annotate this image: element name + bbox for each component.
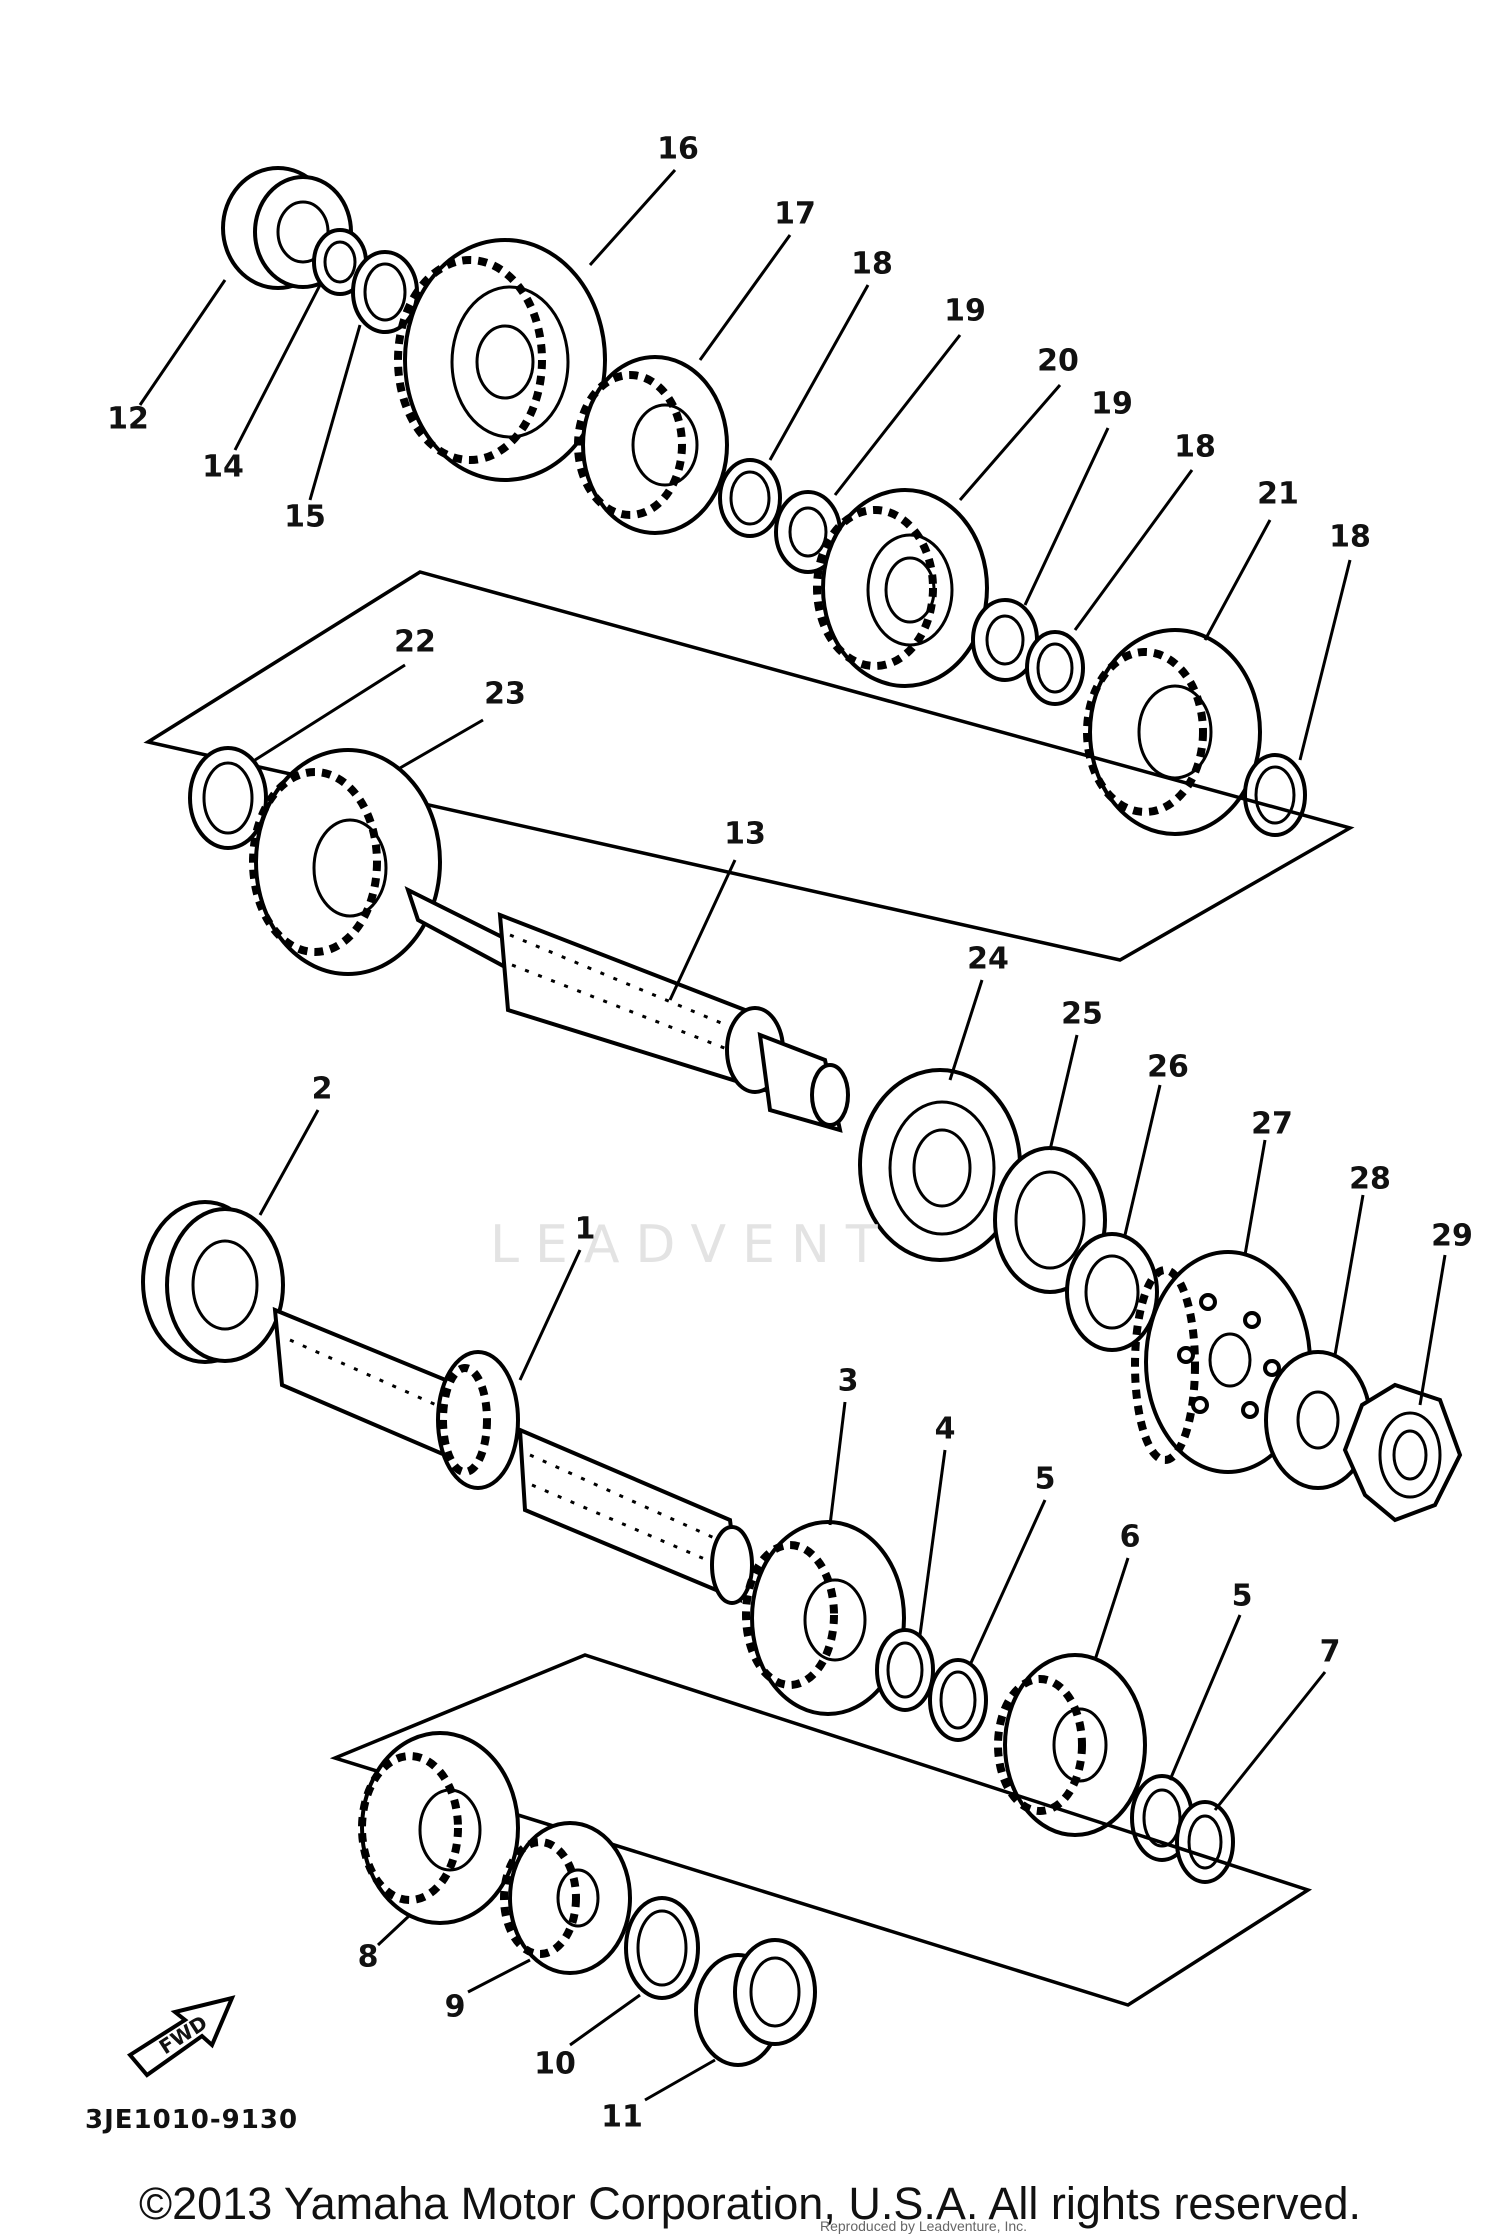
watermark: LEADVENT [490, 1215, 894, 1275]
bearing-24 [858, 1068, 1022, 1262]
callout-13: 13 [724, 817, 766, 852]
gear-6 [994, 1653, 1147, 1837]
callout-2: 2 [312, 1072, 333, 1107]
callout-8: 8 [358, 1940, 379, 1975]
gear-17 [574, 355, 729, 535]
circlip-18c [1243, 753, 1307, 837]
callout-29: 29 [1431, 1219, 1473, 1254]
callout-19b: 19 [1091, 387, 1133, 422]
callout-12: 12 [107, 402, 149, 437]
gear-20 [813, 488, 989, 688]
drawing-code: 3JE1010-9130 [85, 2105, 299, 2135]
callout-17: 17 [774, 197, 816, 232]
circlip-15 [351, 250, 419, 334]
copyright-notice: ©2013 Yamaha Motor Corporation, U.S.A. A… [138, 2178, 1362, 2229]
bearing-2 [141, 1200, 285, 1364]
circlip-7 [1175, 1800, 1235, 1884]
callout-14: 14 [202, 450, 244, 485]
callout-11: 11 [601, 2100, 643, 2135]
gear-3 [742, 1520, 906, 1716]
washer-10 [624, 1896, 700, 2000]
callout-5: 5 [1035, 1462, 1056, 1497]
gear-23 [249, 748, 442, 976]
washer-4 [875, 1628, 935, 1712]
main-axle-13 [404, 886, 850, 1133]
callout-28: 28 [1349, 1162, 1391, 1197]
collar-26 [1065, 1232, 1159, 1352]
callout-7: 7 [1320, 1635, 1341, 1670]
callout-26: 26 [1147, 1050, 1189, 1085]
callout-24: 24 [967, 942, 1009, 977]
reproduction-notice: Reproduced by Leadventure, Inc. [820, 2218, 1028, 2234]
washer-22 [188, 746, 268, 850]
gear-21 [1083, 628, 1262, 836]
callout-18b: 18 [1174, 430, 1216, 465]
callout-23: 23 [484, 677, 526, 712]
callout-labels: 16 17 18 19 20 19 18 21 18 12 14 15 22 2… [107, 132, 1473, 2135]
nut-29 [1342, 1382, 1463, 1523]
main-axle-1 [272, 1306, 754, 1605]
fwd-arrow-icon: FWD [126, 1995, 236, 2078]
callout-9: 9 [445, 1990, 466, 2025]
callout-3: 3 [838, 1364, 859, 1399]
needle-bearing-11 [694, 1938, 817, 2067]
callout-25: 25 [1061, 997, 1103, 1032]
callout-1: 1 [575, 1212, 596, 1247]
circlip-18a [718, 458, 782, 538]
callout-20: 20 [1037, 344, 1079, 379]
gear-9 [500, 1821, 632, 1975]
callout-22: 22 [394, 625, 436, 660]
leader-lines [138, 168, 1447, 2102]
callout-21: 21 [1257, 477, 1299, 512]
subassembly-box-upper [143, 570, 1355, 962]
circlip-18b [1025, 630, 1085, 706]
callout-4: 4 [935, 1412, 956, 1447]
callout-5b: 5 [1232, 1579, 1253, 1614]
gear-16 [394, 238, 607, 482]
callout-27: 27 [1251, 1107, 1293, 1142]
callout-19: 19 [944, 294, 986, 329]
callout-18c: 18 [1329, 520, 1371, 555]
callout-15: 15 [284, 500, 326, 535]
gear-8 [358, 1731, 520, 1925]
callout-10: 10 [534, 2047, 576, 2082]
callout-16: 16 [657, 132, 699, 167]
callout-18: 18 [851, 247, 893, 282]
callout-6: 6 [1120, 1520, 1141, 1555]
circlip-5a [928, 1658, 988, 1742]
subassembly-box-lower [329, 1653, 1313, 2007]
